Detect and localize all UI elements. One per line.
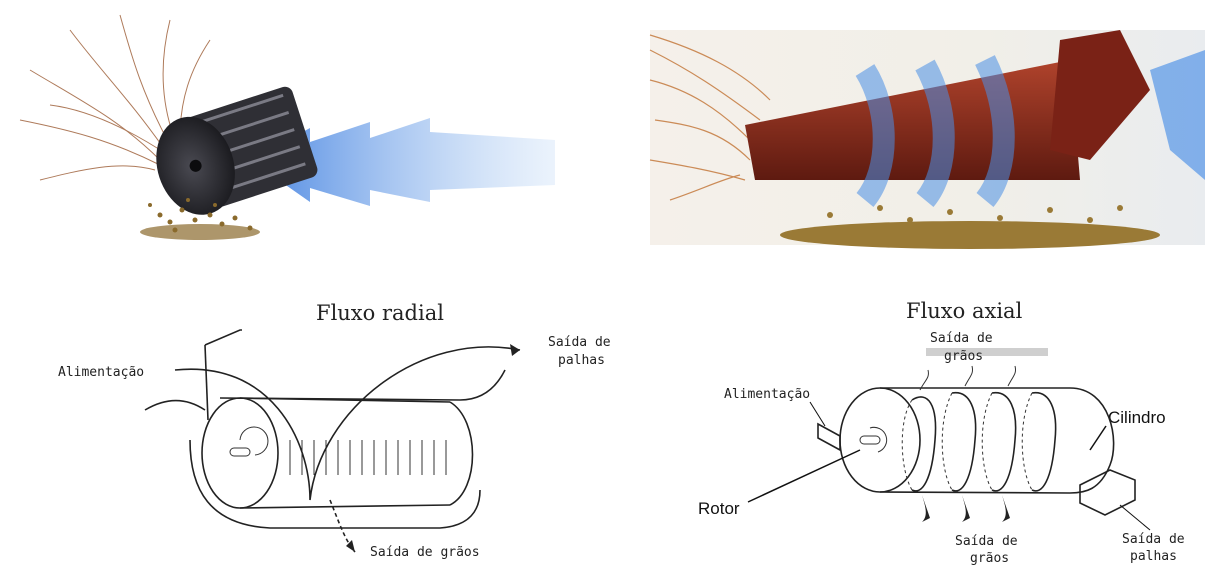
cylinder-end <box>202 398 278 508</box>
grain-pile <box>780 205 1160 249</box>
axial-cylinder-label: Cilindro <box>1108 408 1166 427</box>
straw-fibres <box>650 35 770 200</box>
inflow-arrow <box>1150 50 1205 180</box>
grain-exit-arrows-bottom <box>922 495 1010 522</box>
axial-flow-schematic: Fluxo axial Saída de grãos Alimentação C… <box>690 290 1206 567</box>
feed-box <box>818 424 840 450</box>
helical-flow <box>912 393 1056 491</box>
axial-grain-exit-top-label-1: Saída de <box>930 331 993 346</box>
radial-grain-exit-label: Saída de grãos <box>370 545 480 560</box>
straw-exit-pointer <box>1120 505 1150 530</box>
rotor-head <box>1050 30 1150 160</box>
axial-grain-exit-bottom-label-1: Saída de <box>955 534 1018 549</box>
grain-exit-arrows-top <box>920 366 1016 390</box>
rotation-arrow <box>240 427 268 455</box>
axial-title: Fluxo axial <box>906 299 1023 323</box>
axial-flow-diagram: Fluxo axial Saída de grãos Alimentação C… <box>690 290 1206 567</box>
radial-straw-exit-label-2: palhas <box>558 353 605 368</box>
radial-straw-exit-label-1: Saída de <box>548 335 611 350</box>
axial-rotor <box>745 60 1080 180</box>
radial-title: Fluxo radial <box>316 301 444 325</box>
radial-feed-label: Alimentação <box>58 365 144 380</box>
concave-top <box>220 370 505 400</box>
material-flow-path <box>175 347 520 500</box>
axial-grain-exit-bottom-label-2: grãos <box>970 551 1009 566</box>
axial-straw-exit-label-1: Saída de <box>1122 532 1185 547</box>
straw-exit-arrowhead <box>510 344 520 356</box>
threshing-cylinder <box>144 83 320 225</box>
cylinder-pointer <box>1090 426 1106 450</box>
rotor-pointer <box>748 450 860 502</box>
straw-outlet <box>1080 470 1135 515</box>
shaft <box>860 436 880 444</box>
rotation-arrow <box>870 427 887 452</box>
feed-pointer <box>810 402 825 426</box>
radial-flow-photo <box>10 10 565 245</box>
grate-bars <box>290 440 446 475</box>
feed-plate <box>205 330 242 345</box>
axial-grain-exit-top-label-2: grãos <box>944 349 983 364</box>
cylinder-body <box>880 388 1114 493</box>
radial-flow-diagram: Fluxo radial Saída de palhas Alimentação… <box>40 290 640 567</box>
axial-straw-exit-label-2: palhas <box>1130 549 1177 564</box>
axial-flow-photo <box>650 30 1205 245</box>
axial-feed-label: Alimentação <box>724 387 810 402</box>
shaft <box>230 448 250 456</box>
radial-flow-schematic: Fluxo radial Saída de palhas Alimentação… <box>40 290 640 567</box>
axial-flow-illustration <box>650 30 1205 245</box>
axial-rotor-label: Rotor <box>698 499 740 518</box>
radial-flow-illustration <box>10 10 565 245</box>
